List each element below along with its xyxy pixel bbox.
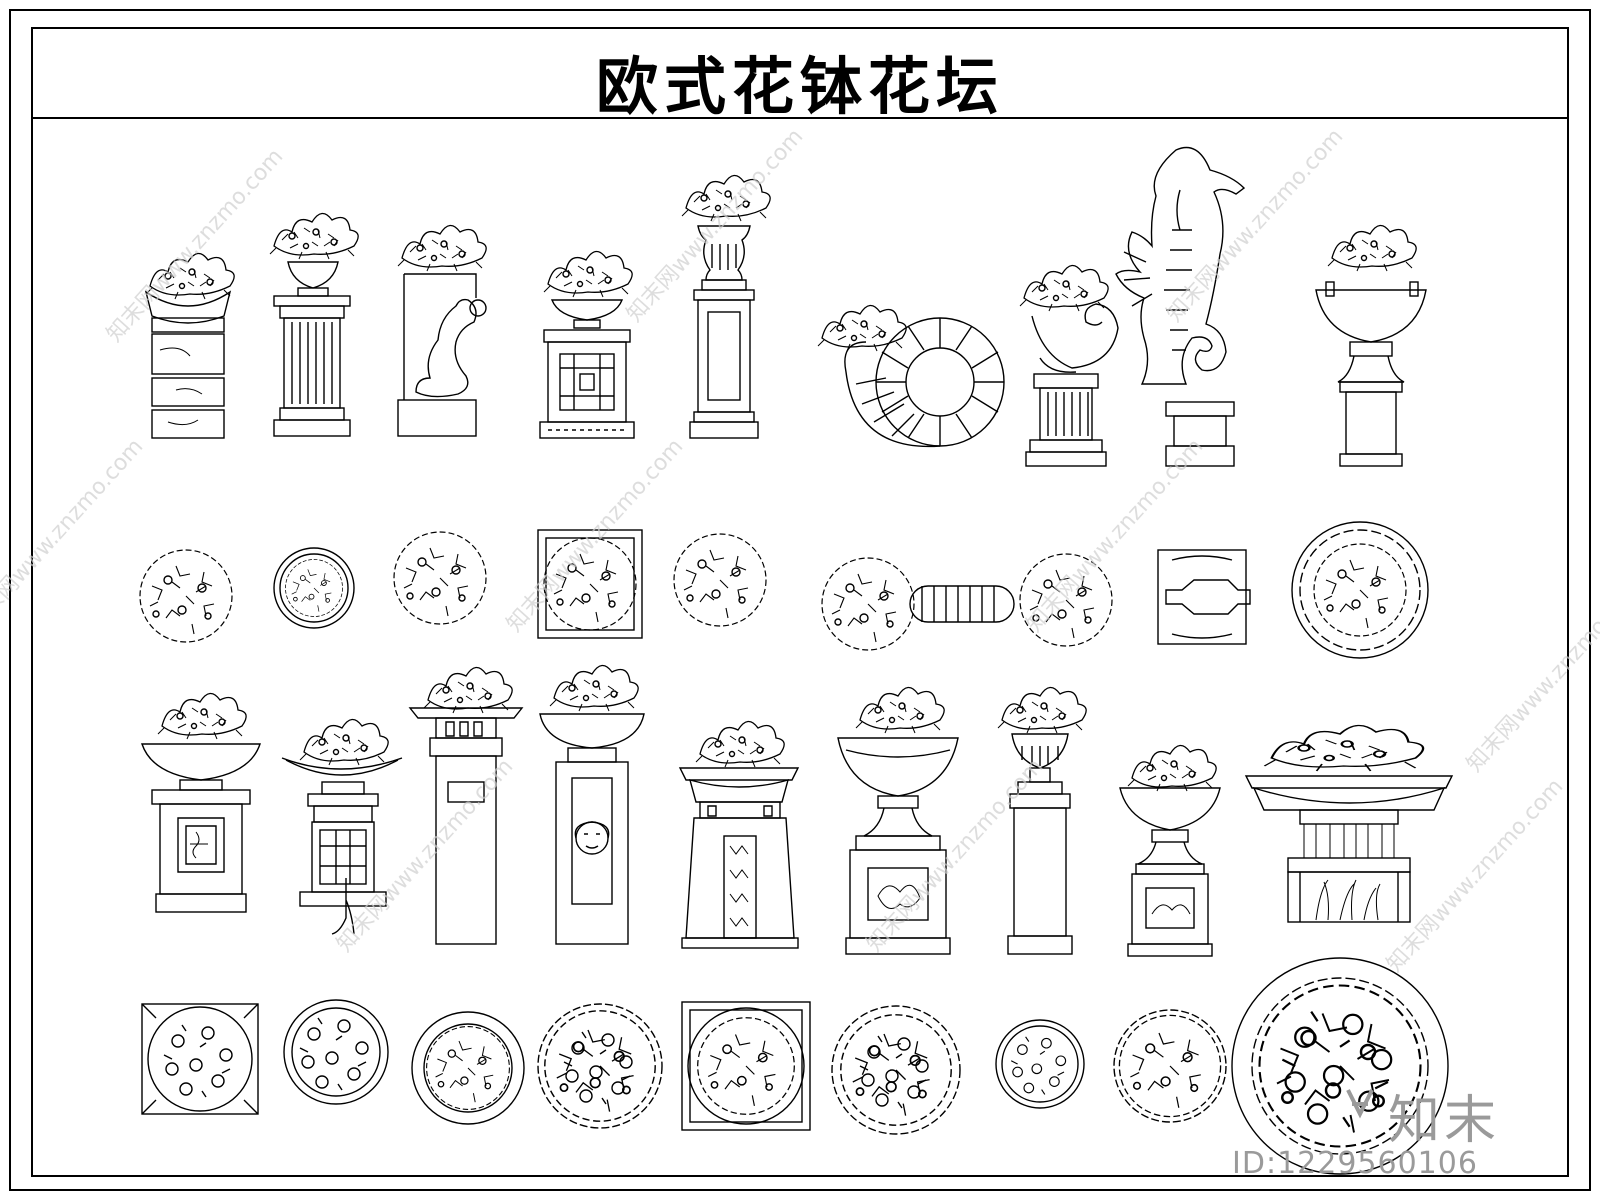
watermark-id: ID:1229560106 <box>1232 1146 1478 1181</box>
watermark-tile-text: 知末网www.znzmo.com <box>332 754 518 957</box>
watermark-id-value: 1229560106 <box>1277 1146 1478 1181</box>
row-4-plans <box>141 957 1449 1175</box>
watermark-tile-text: 知末网www.znzmo.com <box>102 144 288 347</box>
sheet-title: 欧式花钵花坛 <box>595 50 1004 123</box>
outer-border <box>9 9 1591 1191</box>
column-urn-elevation <box>997 686 1087 955</box>
watermark-tile-text: 知末网www.znzmo.com <box>1462 574 1600 777</box>
tall-pier-elevation <box>408 666 524 945</box>
watermark-tile-text: 知末网www.znzmo.com <box>1162 124 1348 327</box>
fountain-pedestal-elevation <box>281 718 403 935</box>
bowl-panel-pedestal-elevation-1 <box>141 692 261 913</box>
row-3-elevations <box>141 664 1454 957</box>
wide-bowl-planter-elevation <box>1244 724 1454 923</box>
plan-round-bush-1 <box>139 549 233 643</box>
plan-circle-planter <box>273 547 355 629</box>
plan-square-frame-1 <box>141 1003 259 1115</box>
plan-round-bowl <box>1291 521 1429 659</box>
plan-circle-6 <box>1113 1009 1227 1123</box>
tall-urn-pedestal-elevation <box>681 174 771 439</box>
plinth-basket-elevation <box>144 252 235 439</box>
row-1-elevations <box>144 146 1427 467</box>
plan-square-frame-2 <box>681 1001 811 1131</box>
conch-shell-pedestal-elevation <box>1019 264 1119 467</box>
plan-square-planter <box>537 529 643 639</box>
watermark-tile-text: 知末网www.znzmo.com <box>622 124 808 327</box>
watermark-tile-text: 知末网www.znzmo.com <box>1022 434 1208 637</box>
bowl-panel-pedestal-elevation-2 <box>837 686 959 955</box>
plan-circle-2 <box>411 1011 525 1125</box>
fluted-column-urn-elevation <box>269 212 359 437</box>
plan-round-bush-3 <box>673 533 767 627</box>
inner-border <box>31 27 1569 1177</box>
plan-seahorse <box>1157 549 1251 645</box>
lattice-pedestal-elevation <box>539 250 635 439</box>
plan-shell <box>821 553 1113 651</box>
watermark-tile-text: 知末网www.znzmo.com <box>502 434 688 637</box>
row-2-plans <box>139 521 1429 659</box>
figure-statue-elevation <box>397 224 487 437</box>
watermark-tile-text: 知末网www.znzmo.com <box>0 434 148 637</box>
plan-large-circle <box>1231 957 1449 1175</box>
nautilus-shell-elevation <box>817 304 1005 448</box>
brand-logo-icon <box>1346 1089 1374 1119</box>
plan-round-bush-2 <box>393 531 487 625</box>
watermark-tile-text: 知末网www.znzmo.com <box>862 754 1048 957</box>
plan-circle-1 <box>283 999 389 1105</box>
plan-circle-5 <box>995 1019 1085 1109</box>
watermark-brand: 知末 <box>1388 1091 1501 1151</box>
lion-head-pier-elevation <box>539 664 645 945</box>
plan-circle-4 <box>831 1005 961 1135</box>
bowl-pedestal-elevation <box>1315 224 1427 467</box>
small-bowl-pedestal-elevation <box>1119 744 1221 957</box>
seahorse-statue-elevation <box>1115 146 1246 467</box>
tapered-pedestal-elevation <box>678 720 800 949</box>
watermark-id-label: ID: <box>1232 1146 1278 1181</box>
plan-circle-3 <box>537 1003 663 1129</box>
